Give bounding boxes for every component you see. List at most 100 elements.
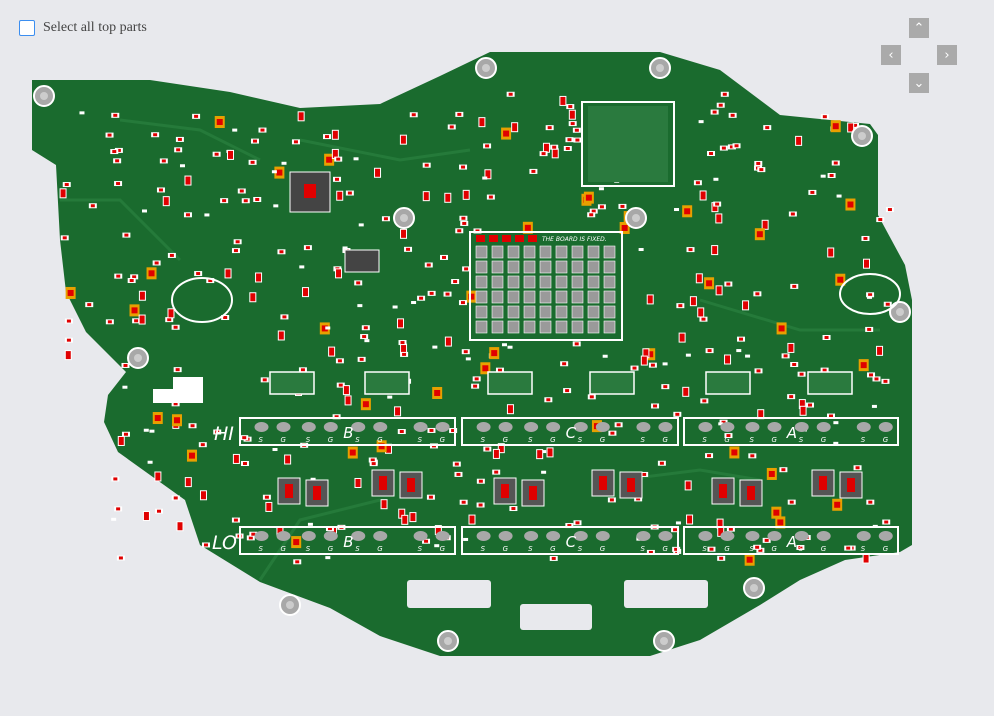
capacitor (331, 129, 339, 140)
resistor-pad (300, 368, 305, 372)
capacitor (478, 117, 486, 128)
resistor-pad (822, 115, 827, 119)
capacitor (511, 122, 519, 133)
silk-mark (675, 521, 681, 525)
mounting-hole-center (750, 584, 758, 592)
resistor-pad (424, 539, 429, 543)
resistor-pad (589, 213, 594, 217)
connector-pad (498, 422, 513, 432)
resistor-pad (399, 430, 404, 434)
cutout-2 (520, 604, 592, 630)
silk-mark (507, 345, 513, 349)
heatsink-fin (603, 260, 616, 274)
heatsink-fin (475, 320, 488, 334)
connector-pad (636, 422, 651, 432)
resistor-pad (460, 301, 465, 305)
pan-up-button[interactable]: ⌃ (909, 18, 929, 38)
capacitor (344, 395, 352, 406)
select-all-label: Select all top parts (43, 20, 147, 35)
inductor-pad (216, 119, 223, 126)
capacitor (400, 343, 408, 354)
heatsink-fin (523, 275, 536, 289)
capacitor (484, 169, 492, 180)
capacitor (444, 336, 452, 347)
capacitor (551, 148, 559, 159)
resistor-pad (728, 527, 733, 531)
heatsink-fin (539, 290, 552, 304)
resistor-pad (411, 113, 416, 117)
pan-down-button[interactable]: ⌄ (909, 73, 929, 93)
pad-s-label: S (481, 545, 486, 553)
connector-pad (373, 422, 388, 432)
resistor-pad (173, 325, 178, 329)
capacitor (559, 95, 567, 106)
resistor-pad (792, 284, 797, 288)
resistor-pad (568, 105, 573, 109)
resistor-pad (167, 318, 172, 322)
pan-right-button[interactable]: › (937, 45, 957, 65)
resistor-pad (567, 138, 572, 142)
connector-pad (323, 422, 338, 432)
silk-mark (143, 428, 149, 432)
resistor-pad (252, 139, 257, 143)
mosfet-pad (501, 484, 509, 498)
resistor-pad (116, 274, 121, 278)
mounting-hole-center (858, 132, 866, 140)
silk-mark (179, 164, 185, 168)
pad-g-label: G (328, 436, 334, 444)
phase-label: A (786, 533, 797, 551)
pad-g-label: G (662, 545, 668, 553)
select-all-checkbox[interactable] (19, 20, 35, 36)
hi-band (683, 417, 899, 446)
resistor-pad (674, 547, 679, 551)
heatsink-fin (491, 290, 504, 304)
connector-pad (573, 531, 588, 541)
pad-s-label: S (528, 545, 533, 553)
phase-label: C (566, 424, 577, 442)
resistor-pad (642, 472, 647, 476)
resistor-pad (729, 145, 734, 149)
connector-pad (658, 422, 673, 432)
heatsink-pad (489, 235, 498, 242)
pad-g-label: G (724, 545, 730, 553)
heatsink-fin (571, 305, 584, 319)
resistor-pad (756, 369, 761, 373)
resistor-pad (730, 113, 735, 117)
resistor-pad (712, 110, 717, 114)
inductor-pad (434, 389, 441, 396)
gate-driver-ic (807, 371, 853, 395)
select-all-top-parts[interactable]: Select all top parts (19, 20, 147, 36)
trace (699, 298, 880, 332)
pad-s-label: S (259, 436, 264, 444)
capacitor (138, 290, 146, 301)
phase-label: A (786, 424, 797, 442)
silk-mark (325, 326, 331, 330)
resistor-pad (707, 454, 712, 458)
resistor-pad (790, 212, 795, 216)
capacitor (138, 314, 146, 325)
resistor-pad (756, 161, 761, 165)
silk-mark (718, 422, 724, 426)
connector-pad (767, 422, 782, 432)
resistor-pad (190, 424, 195, 428)
capacitor (399, 134, 407, 145)
pan-left-button[interactable]: ‹ (881, 45, 901, 65)
resistor-pad (755, 545, 760, 549)
cutout-3 (624, 580, 708, 608)
pad-s-label: S (749, 545, 754, 553)
resistor-pad (462, 221, 467, 225)
silk-mark (662, 362, 668, 366)
resistor-pad (337, 359, 342, 363)
pad-g-label: G (550, 436, 556, 444)
resistor-pad (370, 458, 375, 462)
silk-mark (871, 404, 877, 408)
capacitor (142, 511, 150, 522)
resistor-pad (609, 498, 614, 502)
resistor-pad (783, 354, 788, 358)
flag-canton (153, 377, 173, 389)
mosfet-pad (285, 484, 293, 498)
pad-g-label: G (440, 436, 446, 444)
silk-mark (867, 295, 873, 299)
resistor-pad (473, 384, 478, 388)
